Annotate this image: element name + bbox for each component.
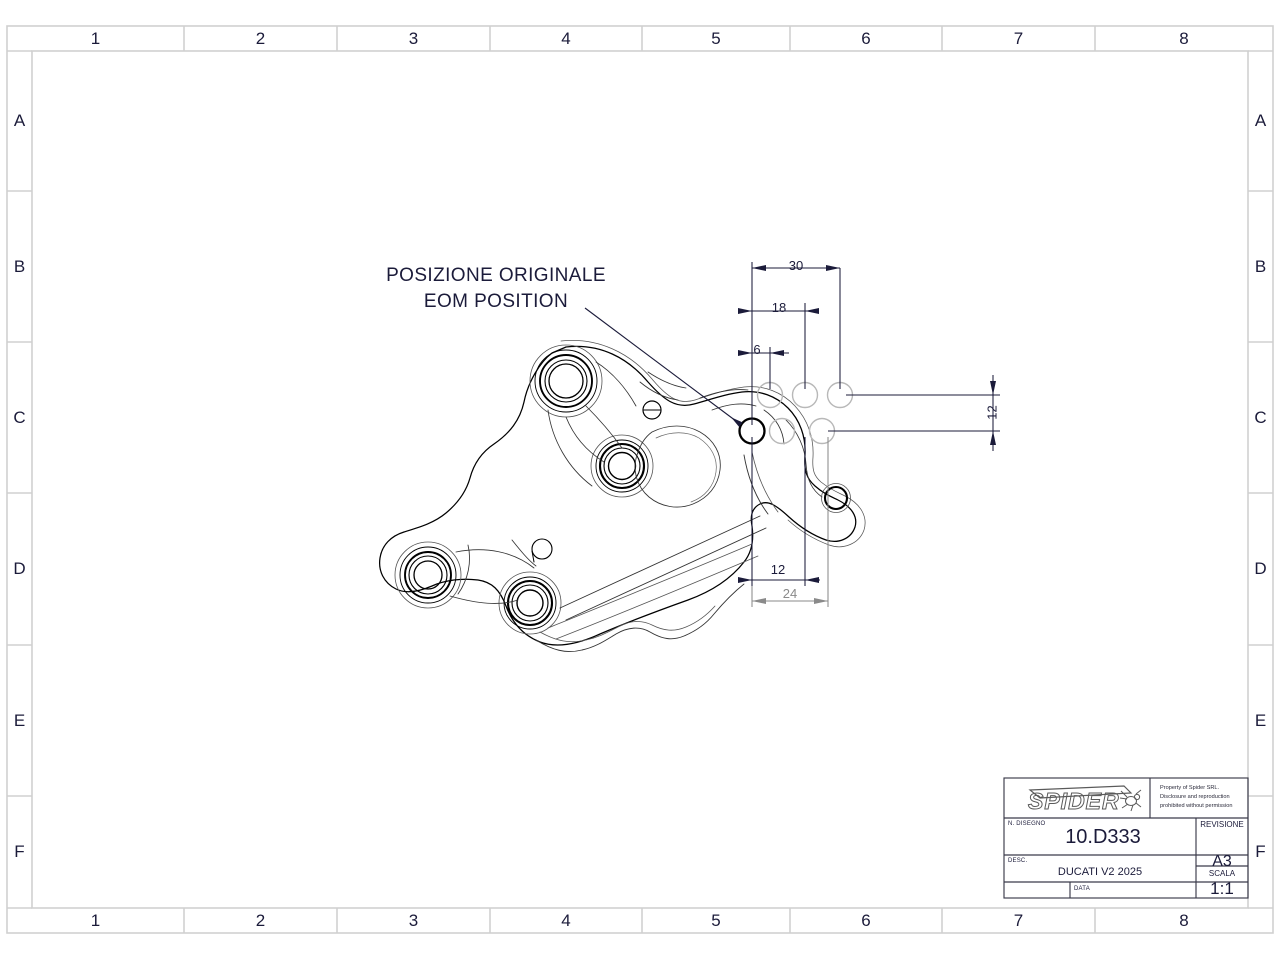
desc-label: DESC. [1008, 858, 1028, 864]
zone-row-right-c: C [1254, 407, 1267, 427]
scale-value: 1:1 [1210, 879, 1234, 898]
drawing-no-label: N. DISEGNO [1008, 821, 1046, 827]
zone-col-top-7: 7 [1013, 28, 1024, 48]
zone-row-right-b: B [1254, 256, 1267, 276]
zone-row-left-b: B [13, 256, 26, 276]
zone-col-bottom-2: 2 [255, 910, 266, 930]
spider-graphic [1119, 789, 1142, 812]
reference-dimension-24 [751, 437, 829, 607]
zone-col-bottom-6: 6 [861, 910, 871, 930]
zone-col-top-1: 1 [90, 28, 101, 48]
eom-position-note: POSIZIONE ORIGINALE EOM POSITION [368, 263, 624, 314]
zone-col-bottom-8: 8 [1179, 910, 1189, 930]
zone-col-top-5: 5 [711, 28, 721, 48]
zone-row-left-d: D [13, 559, 26, 578]
zone-row-left-a: A [13, 111, 26, 130]
dim-label-12-horizontal: 12 [770, 562, 786, 577]
revision-label: REVISIONE [1200, 820, 1244, 829]
zone-row-left-c: C [13, 407, 26, 427]
note-leader-line [584, 307, 743, 427]
zone-col-top-3: 3 [408, 28, 419, 48]
drawing-no-value: 10.D333 [1065, 826, 1141, 848]
zone-row-right-f: F [1255, 842, 1266, 861]
desc-value: DUCATI V2 2025 [1057, 866, 1143, 878]
zone-row-right-d: D [1254, 559, 1267, 578]
zone-col-bottom-3: 3 [408, 910, 419, 930]
note-line-1: POSIZIONE ORIGINALE [386, 265, 606, 286]
zone-col-top-8: 8 [1179, 28, 1189, 48]
svg-text:SPIDER: SPIDER [1028, 788, 1120, 814]
zone-row-right-a: A [1254, 111, 1267, 130]
dim-label-30: 30 [788, 258, 804, 273]
legal-line-3: prohibited without permission [1160, 803, 1233, 810]
zone-row-right-e: E [1254, 710, 1267, 730]
sheet-format-value: A3 [1212, 853, 1232, 870]
zone-col-bottom-4: 4 [561, 910, 571, 930]
zone-col-top-4: 4 [561, 28, 571, 48]
note-line-2: EOM POSITION [423, 290, 569, 312]
zone-row-left-f: F [14, 842, 25, 861]
zone-col-bottom-5: 5 [711, 910, 721, 930]
dim-label-24-reference: 24 [782, 586, 798, 601]
date-label: DATA [1074, 886, 1090, 892]
zone-col-bottom-7: 7 [1013, 910, 1024, 930]
scale-label: SCALA [1208, 869, 1236, 878]
dim-label-18: 18 [771, 300, 787, 315]
legal-line-1: Property of Spider SRL. [1160, 785, 1220, 791]
zone-col-top-6: 6 [861, 28, 871, 48]
legal-notice: Property of Spider SRL. Disclosure and r… [1160, 784, 1232, 812]
zone-row-left-e: E [13, 710, 26, 730]
zone-col-top-2: 2 [255, 28, 266, 48]
dim-label-6: 6 [753, 342, 761, 357]
legal-line-2: Disclosure and reproduction [1160, 794, 1230, 801]
zone-col-bottom-1: 1 [90, 910, 101, 930]
